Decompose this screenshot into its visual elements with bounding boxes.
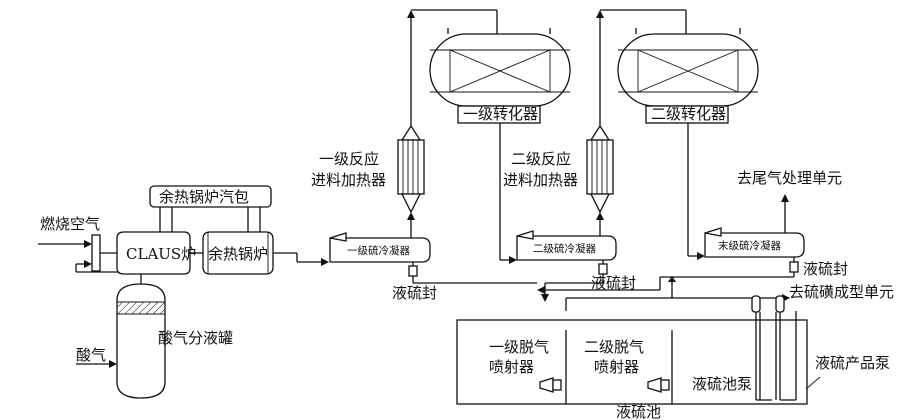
acid-gas-knockout-drum-label: 酸气分液罐 [158,329,233,347]
first-sulfur-condenser-label: 一级硫冷凝器 [347,244,410,257]
burner [91,234,117,272]
to-tail-gas-line [781,194,789,233]
sulfur-pit-label: 液硫池 [616,403,661,420]
sulfur-pit-pump [751,295,772,401]
second-reheater [586,124,614,214]
combustion-air-label: 燃烧空气 [40,215,100,233]
claus-furnace [116,231,203,275]
second-degassing-ejector-label-line1: 二级脱气 [584,338,644,356]
liquid-sulfur-rundown-lines [412,272,795,311]
waste-heat-boiler-drum [149,185,272,232]
sulfur-pit-pump-label: 液硫池泵 [692,375,752,393]
liquid-sulfur-seal-1-label: 液硫封 [392,284,437,302]
to-sulfur-forming-label: 去硫磺成型单元 [789,283,894,301]
second-converter [617,28,759,142]
waste-heat-boiler-label: 余热锅炉 [208,245,268,263]
second-reheater-label-line2: 进料加热器 [503,171,578,189]
second-converter-label: 二级转化器 [651,105,726,123]
sulfur-product-pump-leader [805,376,821,390]
first-sulfur-condenser [329,232,431,277]
second-condenser-to-reheater-line [596,212,604,236]
second-converter-to-final-condenser-line [687,142,705,260]
reheater-to-second-converter-line [596,9,687,126]
first-converter-label: 一级转化器 [463,105,538,123]
first-reheater-label-line2: 进料加热器 [311,171,386,189]
sulfur-pit [456,319,808,405]
acid-gas-label: 酸气 [76,346,106,364]
reheater-to-first-converter-line [407,9,498,126]
final-sulfur-condenser-label: 末级硫冷凝器 [718,239,781,252]
first-condenser-to-reheater-line [407,212,415,238]
first-converter [429,28,571,142]
second-reheater-label-line1: 二级反应 [511,150,571,168]
combustion-air-inlet-line [38,240,92,248]
acid-gas-knockout-drum [116,272,166,399]
final-sulfur-condenser [704,227,805,273]
sulfur-product-pump [775,295,797,401]
to-tail-gas-label: 去尾气处理单元 [737,169,842,187]
first-degassing-ejector-label-line1: 一级脱气 [489,338,549,356]
second-sulfur-condenser-label: 二级硫冷凝器 [533,242,596,255]
acid-gas-inlet-line [76,360,117,368]
second-degassing-ejector-label-line2: 喷射器 [594,358,639,376]
boiler-to-first-condenser-line [273,252,329,266]
first-degassing-ejector-label-line2: 喷射器 [489,358,534,376]
claus-furnace-label: CLAUS炉 [126,245,196,263]
liquid-sulfur-seal-2-label: 液硫封 [591,274,636,292]
waste-heat-boiler [202,231,274,275]
sulfur-product-pump-label: 液硫产品泵 [815,354,890,372]
first-reheater-label-line1: 一级反应 [319,150,379,168]
second-sulfur-condenser [516,230,617,275]
first-converter-to-second-condenser-line [499,142,517,264]
waste-heat-boiler-drum-label: 余热锅炉汽包 [159,188,249,206]
liquid-sulfur-seal-3-label: 液硫封 [803,260,848,278]
second-degassing-ejector [647,377,670,393]
first-reheater [397,124,425,214]
first-degassing-ejector [539,377,562,393]
